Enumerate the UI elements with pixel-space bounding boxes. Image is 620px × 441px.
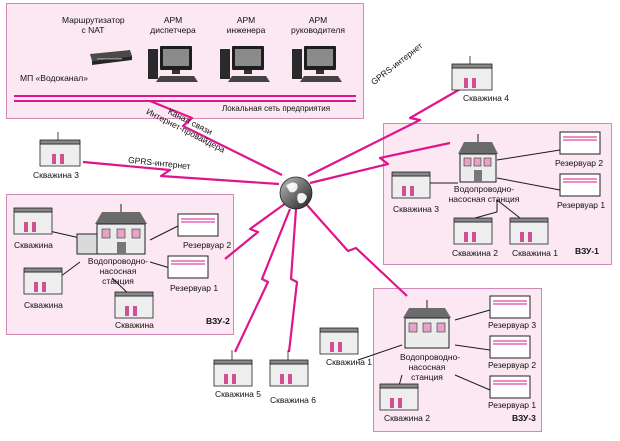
org-label: МП «Водоканал» bbox=[20, 73, 88, 83]
vzu3-name: ВЗУ-3 bbox=[512, 413, 536, 423]
vzu1-well3-label: Скважина 3 bbox=[393, 204, 439, 214]
vzu1-station-label: Водопроводно- насосная станция bbox=[448, 184, 520, 204]
workstation-engineer-icon bbox=[220, 46, 270, 82]
vzu1-name: ВЗУ-1 bbox=[575, 246, 599, 256]
link-well6 bbox=[287, 208, 299, 353]
workstation-dispatcher-icon bbox=[148, 46, 198, 82]
vzu1-well2-label: Скважина 2 bbox=[452, 248, 498, 258]
vzu3-station-label: Водопроводно- насосная станция bbox=[400, 352, 461, 382]
well3-standalone-label: Скважина 3 bbox=[33, 170, 79, 180]
router-icon bbox=[90, 50, 132, 65]
vzu1-res1-label: Резервуар 1 bbox=[557, 200, 606, 210]
arm-dispatcher-label: АРМ диспетчера bbox=[150, 15, 196, 35]
vzu3-res1-label: Резервуар 1 bbox=[488, 400, 537, 410]
link-provider bbox=[149, 99, 283, 176]
well4-standalone-label: Скважина 4 bbox=[463, 93, 509, 103]
vzu3-res3-label: Резервуар 3 bbox=[488, 320, 537, 330]
well5-label: Скважина 5 bbox=[215, 389, 261, 399]
vzu2-name: ВЗУ-2 bbox=[206, 316, 230, 326]
vzu2-well-c-label: Скважина bbox=[115, 320, 154, 330]
vzu2-res2-label: Резервуар 2 bbox=[183, 240, 232, 250]
vzu2-well-b-label: Скважина bbox=[24, 300, 63, 310]
link-vzu3 bbox=[306, 204, 408, 297]
link-vzu2 bbox=[224, 202, 287, 260]
reservoir-icon bbox=[167, 131, 601, 399]
link-well5 bbox=[234, 208, 292, 353]
router-label: Маршрутизатор с NAT bbox=[62, 15, 125, 35]
vzu3-well2-label: Скважина 2 bbox=[384, 413, 430, 423]
internet-globe-icon bbox=[279, 176, 313, 210]
vzu3-res2-label: Резервуар 2 bbox=[488, 360, 537, 370]
arm-manager-label: АРМ руководителя bbox=[291, 15, 345, 35]
vzu1-well1-label: Скважина 1 bbox=[512, 248, 558, 258]
lan-cable bbox=[14, 95, 356, 102]
link-vzu1 bbox=[309, 141, 451, 185]
vzu2-well-a-label: Скважина bbox=[14, 240, 53, 250]
link-well3 bbox=[82, 160, 280, 186]
arm-engineer-label: АРМ инженера bbox=[226, 15, 266, 35]
lan-label: Локальная сеть предприятия bbox=[222, 104, 331, 113]
vzu3-well1-label: Скважина 1 bbox=[326, 357, 372, 367]
vzu1-res2-label: Резервуар 2 bbox=[555, 158, 604, 168]
vzu2-station-label: Водопроводно-насосная станция bbox=[87, 256, 149, 286]
well6-label: Скважина 6 bbox=[270, 395, 316, 405]
link-well4 bbox=[307, 87, 463, 177]
workstation-manager-icon bbox=[292, 46, 342, 82]
pumping-station-icon bbox=[76, 134, 498, 349]
vzu2-res1-label: Резервуар 1 bbox=[170, 283, 219, 293]
